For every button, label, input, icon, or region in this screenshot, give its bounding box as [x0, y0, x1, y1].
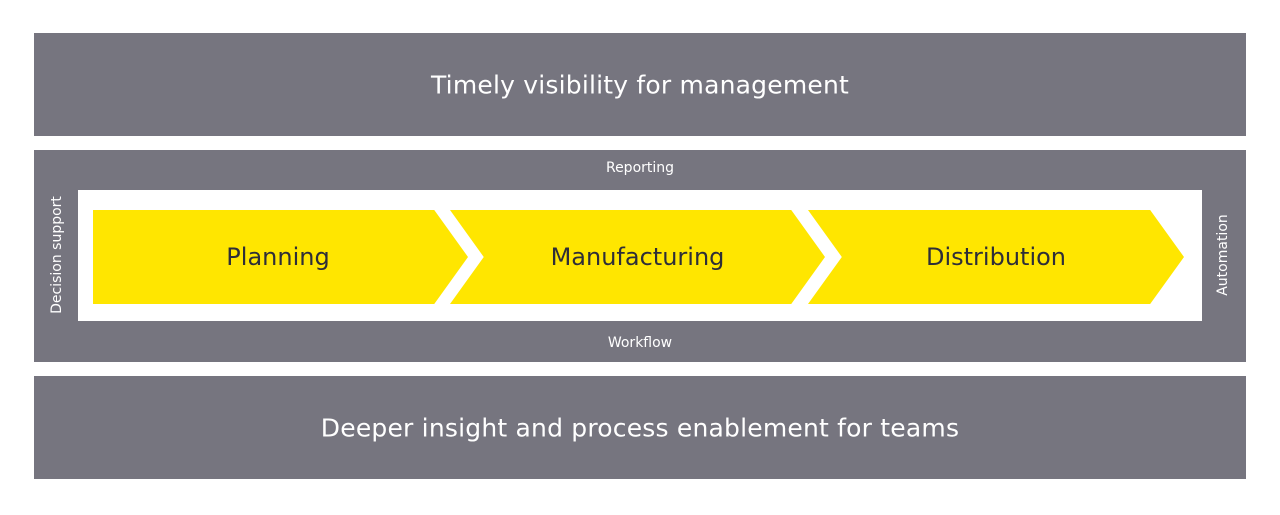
teams-band-title: Deeper insight and process enablement fo… [320, 413, 960, 442]
process-band: Reporting Decision support Automation Pl… [34, 150, 1246, 362]
automation-label: Automation [1215, 214, 1231, 296]
planning-chevron: Planning [93, 210, 468, 304]
workflow-label: Workflow [607, 335, 673, 351]
reporting-label: Reporting [605, 160, 675, 176]
distribution-chevron: Distribution [808, 210, 1184, 304]
distribution-label: Distribution [925, 243, 1066, 271]
management-band-title: Timely visibility for management [430, 70, 850, 99]
manufacturing-label: Manufacturing [550, 243, 725, 271]
process-flow-panel: Planning Manufacturing Distribution [78, 190, 1202, 321]
manufacturing-chevron: Manufacturing [450, 210, 825, 304]
decision-support-label: Decision support [49, 196, 65, 314]
teams-band: Deeper insight and process enablement fo… [34, 376, 1246, 479]
management-band: Timely visibility for management [34, 33, 1246, 136]
planning-label: Planning [226, 243, 330, 271]
